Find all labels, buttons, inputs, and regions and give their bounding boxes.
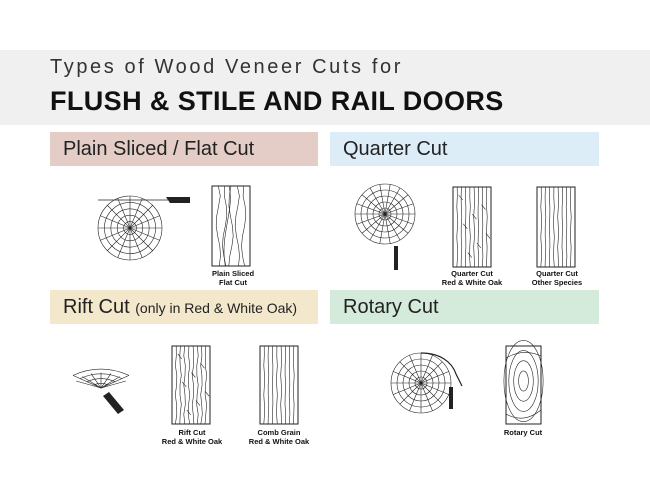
page-subtitle: Types of Wood Veneer Cuts for: [50, 56, 403, 78]
page-title: FLUSH & STILE AND RAIL DOORS: [50, 86, 504, 116]
section-note: (only in Red & White Oak): [135, 300, 298, 316]
caption-comb-grain: Comb Grain Red & White Oak: [248, 428, 310, 446]
section-label: Rotary Cut: [343, 296, 439, 318]
blade-icon: [394, 246, 398, 270]
caption-quarter-red-white-oak: Quarter Cut Red & White Oak: [441, 269, 503, 287]
log-end-rotary: [390, 352, 452, 414]
log-end-quarter: [354, 183, 416, 245]
section-label: Plain Sliced / Flat Cut: [63, 138, 255, 160]
section-header-quarter-cut: Quarter Cut: [330, 132, 599, 166]
veneer-panel-rift: [171, 345, 211, 425]
veneer-panel-comb-grain: [259, 345, 299, 425]
caption-rotary-cut: Rotary Cut: [503, 428, 543, 437]
section-header-rift-cut: Rift Cut (only in Red & White Oak): [50, 290, 318, 324]
title-band: [0, 50, 650, 125]
section-header-plain-sliced: Plain Sliced / Flat Cut: [50, 132, 318, 166]
veneer-panel-plain-sliced: [211, 185, 251, 267]
caption-rift-cut: Rift Cut Red & White Oak: [161, 428, 223, 446]
log-wedge-rift: [72, 368, 130, 389]
log-end-plain-sliced: [97, 195, 163, 261]
section-label: Rift Cut: [63, 296, 136, 318]
veneer-panel-quarter-other: [536, 186, 576, 268]
caption-quarter-other-species: Quarter Cut Other Species: [531, 269, 583, 287]
section-header-rotary-cut: Rotary Cut: [330, 290, 599, 324]
veneer-panel-quarter-oak: [452, 186, 492, 268]
blade-icon: [449, 387, 453, 409]
peeled-sheet: [420, 352, 463, 387]
veneer-panel-rotary: [503, 340, 544, 425]
blade-icon: [103, 392, 124, 414]
caption-plain-sliced: Plain Sliced Flat Cut: [211, 269, 255, 287]
section-label: Quarter Cut: [343, 138, 448, 160]
blade-icon: [166, 197, 190, 203]
